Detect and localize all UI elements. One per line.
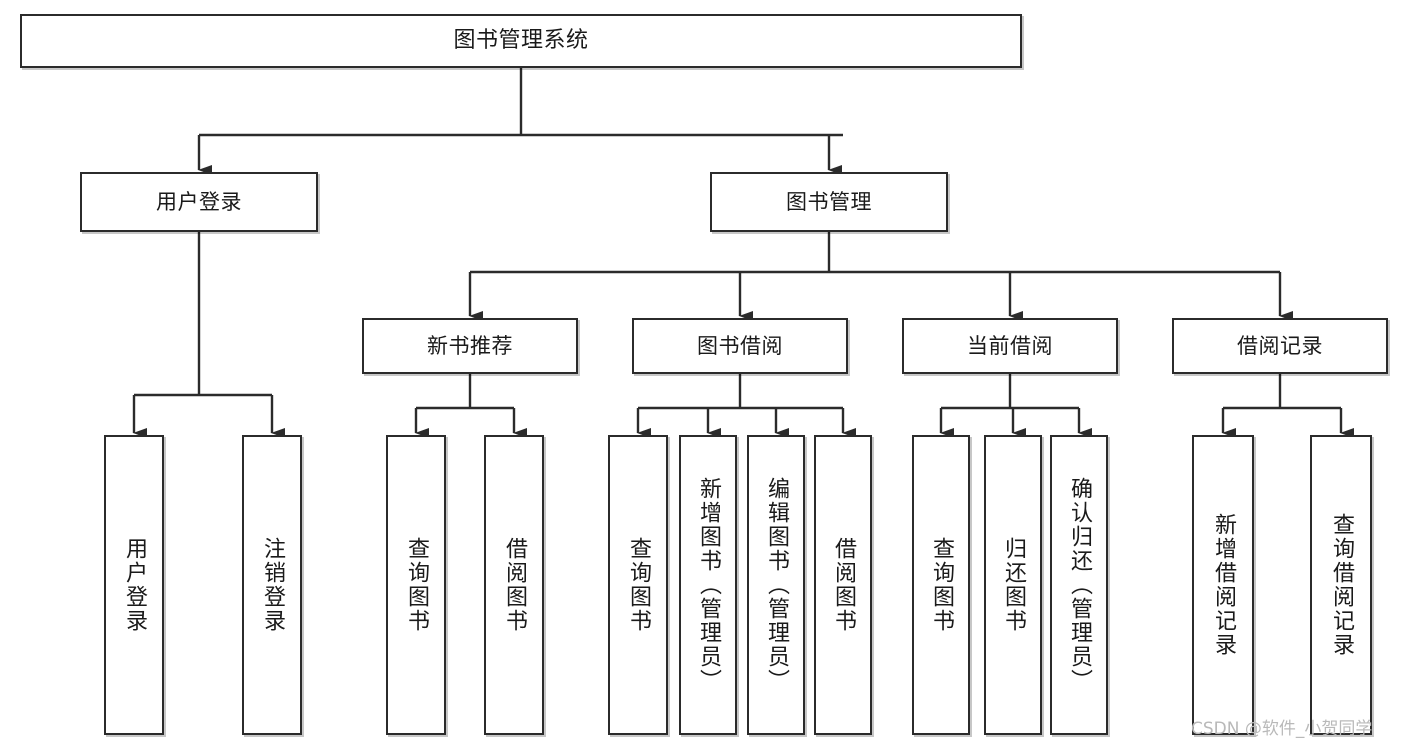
node-root[interactable]: 图书管理系统: [20, 14, 1022, 68]
node-book-borrow-label: 图书借阅: [697, 333, 783, 358]
node-leaf-return-book[interactable]: 归还图书: [984, 435, 1042, 735]
node-leaf-confirm-return[interactable]: 确认归还（管理员）: [1050, 435, 1108, 735]
node-new-book-recommend[interactable]: 新书推荐: [362, 318, 578, 374]
node-leaf-add-borrow-record-label: 新增借阅记录: [1211, 513, 1236, 657]
node-leaf-user-login[interactable]: 用户登录: [104, 435, 164, 735]
node-leaf-query-book[interactable]: 查询图书: [608, 435, 668, 735]
node-leaf-query-borrow-record[interactable]: 查询借阅记录: [1310, 435, 1372, 735]
node-leaf-return-book-label: 归还图书: [1001, 537, 1026, 633]
node-leaf-query-borrow-record-label: 查询借阅记录: [1329, 513, 1354, 657]
node-leaf-borrow-book-rec[interactable]: 借阅图书: [484, 435, 544, 735]
node-book-manage-label: 图书管理: [786, 189, 872, 214]
node-leaf-add-borrow-record[interactable]: 新增借阅记录: [1192, 435, 1254, 735]
node-leaf-add-book-admin[interactable]: 新增图书（管理员）: [679, 435, 737, 735]
node-leaf-query-book-rec[interactable]: 查询图书: [386, 435, 446, 735]
node-leaf-query-book-label: 查询图书: [626, 537, 651, 633]
node-leaf-query-book-rec-label: 查询图书: [404, 537, 429, 633]
node-leaf-confirm-return-label: 确认归还（管理员）: [1067, 477, 1092, 693]
node-leaf-logout-label: 注销登录: [260, 537, 285, 633]
node-user-login[interactable]: 用户登录: [80, 172, 318, 232]
node-user-login-label: 用户登录: [156, 189, 242, 214]
node-leaf-user-login-label: 用户登录: [122, 537, 147, 633]
node-new-book-recommend-label: 新书推荐: [427, 333, 513, 358]
node-leaf-query-book-cur-label: 查询图书: [929, 537, 954, 633]
node-root-label: 图书管理系统: [453, 28, 589, 54]
node-current-borrow[interactable]: 当前借阅: [902, 318, 1118, 374]
node-leaf-borrow-book-label: 借阅图书: [831, 537, 856, 633]
node-leaf-logout[interactable]: 注销登录: [242, 435, 302, 735]
node-leaf-borrow-book[interactable]: 借阅图书: [814, 435, 872, 735]
node-borrow-record[interactable]: 借阅记录: [1172, 318, 1388, 374]
node-leaf-query-book-cur[interactable]: 查询图书: [912, 435, 970, 735]
node-book-manage[interactable]: 图书管理: [710, 172, 948, 232]
node-leaf-borrow-book-rec-label: 借阅图书: [502, 537, 527, 633]
csdn-watermark: CSDN @软件_小贺同学: [1191, 719, 1373, 739]
node-current-borrow-label: 当前借阅: [967, 333, 1053, 358]
node-leaf-edit-book-admin-label: 编辑图书（管理员）: [764, 477, 789, 693]
node-borrow-record-label: 借阅记录: [1237, 333, 1323, 358]
node-leaf-add-book-admin-label: 新增图书（管理员）: [696, 477, 721, 693]
node-book-borrow[interactable]: 图书借阅: [632, 318, 848, 374]
node-leaf-edit-book-admin[interactable]: 编辑图书（管理员）: [747, 435, 805, 735]
